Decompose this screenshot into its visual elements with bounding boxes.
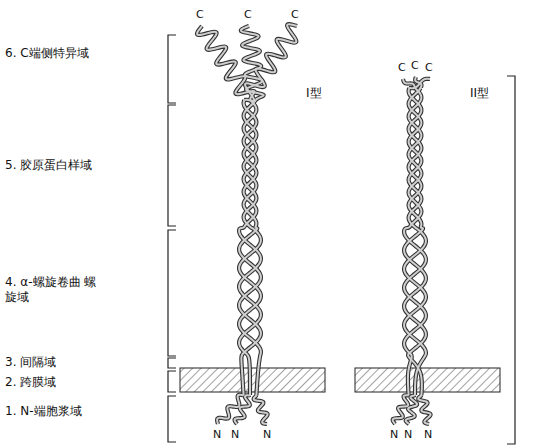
strand-outline <box>404 88 426 395</box>
terminal-letter: N <box>213 428 221 442</box>
terminal-letter: C <box>425 61 433 75</box>
strand-outline <box>406 395 417 424</box>
domain-label: 6. C端侧特异域 <box>5 46 89 61</box>
terminal-letter: N <box>404 428 412 442</box>
strand-outline <box>235 395 250 424</box>
strand-body <box>235 395 250 424</box>
type-label: II型 <box>470 86 489 101</box>
strand-body <box>404 88 426 395</box>
strand-outline <box>241 26 264 100</box>
strand-outline <box>254 395 268 424</box>
strand-body <box>239 100 261 395</box>
strand-body <box>409 79 430 88</box>
strand-body <box>404 88 426 395</box>
terminal-letter: N <box>263 428 271 442</box>
membrane <box>180 368 500 392</box>
strand-body <box>254 395 268 424</box>
terminal-letter: C <box>244 8 252 22</box>
strand-body <box>239 100 261 395</box>
type-label: I型 <box>306 86 322 101</box>
brackets <box>168 35 515 444</box>
strand-body <box>404 88 426 395</box>
receptor-strands <box>197 24 431 424</box>
domain-label: 5. 胶原蛋白样域 <box>5 158 92 173</box>
terminal-letter: C <box>398 61 406 75</box>
strand-outline <box>418 395 430 424</box>
strand-outline <box>404 88 426 395</box>
terminal-letter: C <box>196 8 204 22</box>
strand-body <box>241 26 264 100</box>
terminal-letter: N <box>390 428 398 442</box>
domain-label: 4. α-螺旋卷曲 螺旋域 <box>5 275 97 305</box>
terminal-letter: C <box>411 59 419 73</box>
strand-outline <box>239 100 261 395</box>
strand-body <box>406 395 417 424</box>
strand-outline <box>404 88 426 395</box>
terminal-letter: N <box>231 428 239 442</box>
domain-label: 1. N-端胞浆域 <box>5 404 82 419</box>
strand-outline <box>239 100 261 395</box>
strand-outline <box>239 100 261 395</box>
domain-label: 3. 间隔域 <box>5 355 56 370</box>
terminal-letter: N <box>424 428 432 442</box>
strand-body <box>244 24 297 101</box>
terminal-letter: C <box>291 8 299 22</box>
strand-body <box>403 79 415 88</box>
domain-label: 2. 跨膜域 <box>5 375 56 390</box>
strand-body <box>239 100 261 395</box>
strand-body <box>418 395 430 424</box>
